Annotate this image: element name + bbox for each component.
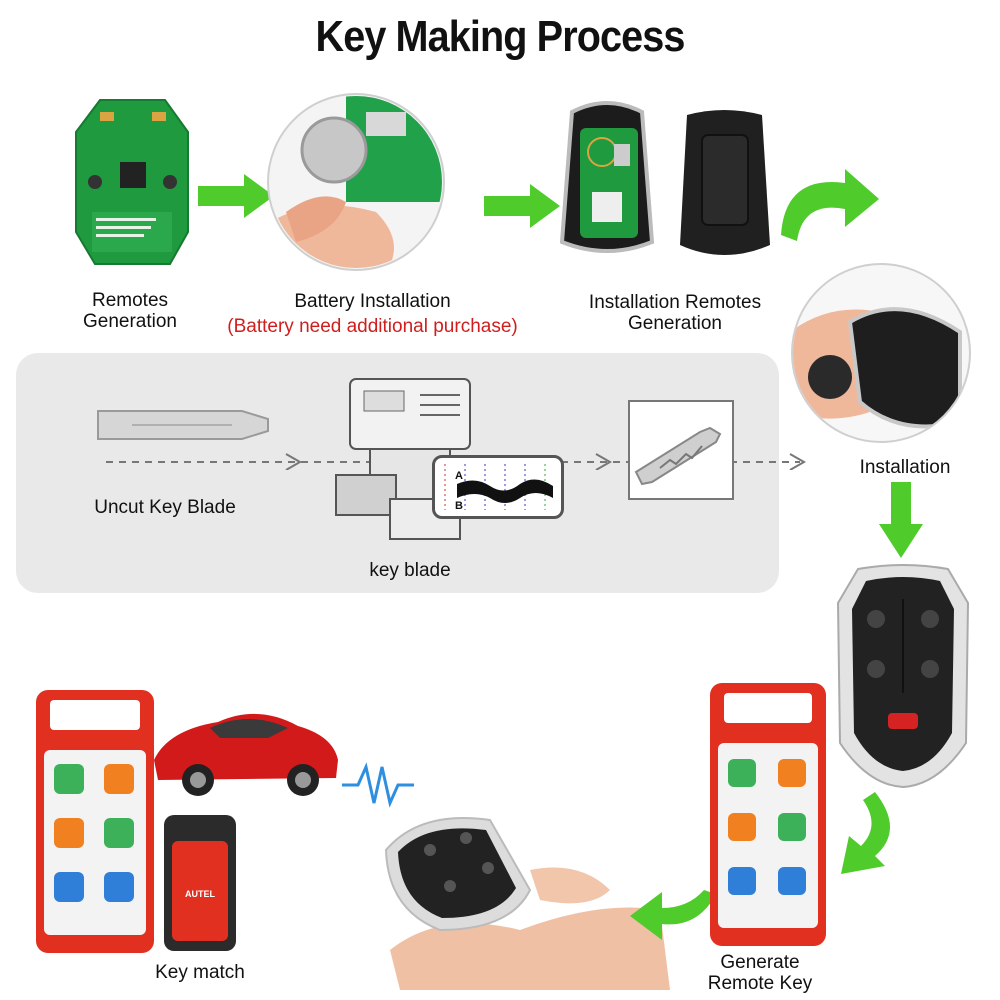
- remotes-generation-label: Remotes Generation: [60, 290, 200, 332]
- marker-a: A: [455, 470, 463, 482]
- reading-cloning-app-icon: [778, 759, 806, 787]
- uncut-key-blade-label: Uncut Key Blade: [94, 497, 236, 518]
- curved-arrow-icon: [781, 169, 879, 241]
- cut-profile-diagram: [444, 464, 553, 510]
- frequency-app-icon: [104, 818, 134, 848]
- label-line: Installation Remotes: [588, 292, 762, 313]
- dongle-red-panel: AUTEL: [172, 841, 228, 941]
- immo-app-icon: [54, 872, 84, 902]
- installation-image: [791, 263, 971, 443]
- installation-label: Installation: [859, 457, 951, 478]
- label-line: Remote Key: [707, 973, 813, 994]
- uncut-key-blade-image: [97, 410, 269, 440]
- cut-blade-image: [634, 426, 722, 486]
- obd-dongle: AUTEL: [164, 815, 236, 951]
- hand-holding-remote-image: [384, 817, 670, 990]
- universal-key-app-icon: [728, 759, 756, 787]
- marker-b: B: [455, 500, 463, 512]
- arrow-right-icon: [484, 184, 560, 228]
- key-tool-device-right: [710, 683, 826, 946]
- special-function-app-icon: [778, 867, 806, 895]
- device-top-slot: [50, 700, 140, 730]
- installation-remotes-label: Installation Remotes Generation: [560, 292, 790, 334]
- label-line: Battery Installation: [294, 291, 451, 312]
- universal-key-app-icon: [54, 764, 84, 794]
- red-car-image: [154, 713, 338, 796]
- label-line: Generation: [627, 313, 722, 334]
- wireless-signal-icon: [342, 762, 414, 808]
- key-tool-device-left: [36, 690, 154, 953]
- cut-blade-box: [628, 400, 734, 500]
- finished-remote-key-image: [836, 564, 970, 789]
- label-line: Generation: [82, 311, 177, 332]
- label-line: Remotes: [91, 290, 169, 311]
- device-screen: [44, 750, 146, 935]
- page-title: Key Making Process: [315, 12, 686, 61]
- generate-remote-label: Generate Remote Key: [680, 952, 840, 994]
- battery-note: (Battery need additional purchase): [227, 316, 518, 337]
- cut-diagram-box: A B: [432, 455, 564, 519]
- transponder-app-icon: [54, 818, 84, 848]
- device-screen: [718, 743, 818, 928]
- battery-installation-label: Battery Installation: [200, 291, 545, 312]
- pcb-board-image: [75, 99, 189, 265]
- arrow-right-icon: [198, 174, 274, 218]
- remote-shell-open-image: [559, 101, 655, 253]
- curved-arrow-icon: [841, 792, 890, 874]
- arrow-down-icon: [879, 482, 923, 558]
- reading-cloning-app-icon: [104, 764, 134, 794]
- device-top-slot: [724, 693, 812, 723]
- key-match-label: Key match: [155, 962, 245, 983]
- label-line: Generate: [720, 952, 800, 973]
- key-blade-label: key blade: [369, 560, 451, 581]
- immo-app-icon: [728, 867, 756, 895]
- frequency-app-icon: [778, 813, 806, 841]
- special-function-app-icon: [104, 872, 134, 902]
- remote-shell-back-image: [680, 110, 770, 255]
- brand-logo: AUTEL: [185, 889, 215, 899]
- transponder-app-icon: [728, 813, 756, 841]
- arrow-left-icon: [630, 890, 716, 940]
- battery-installation-image: [267, 93, 445, 271]
